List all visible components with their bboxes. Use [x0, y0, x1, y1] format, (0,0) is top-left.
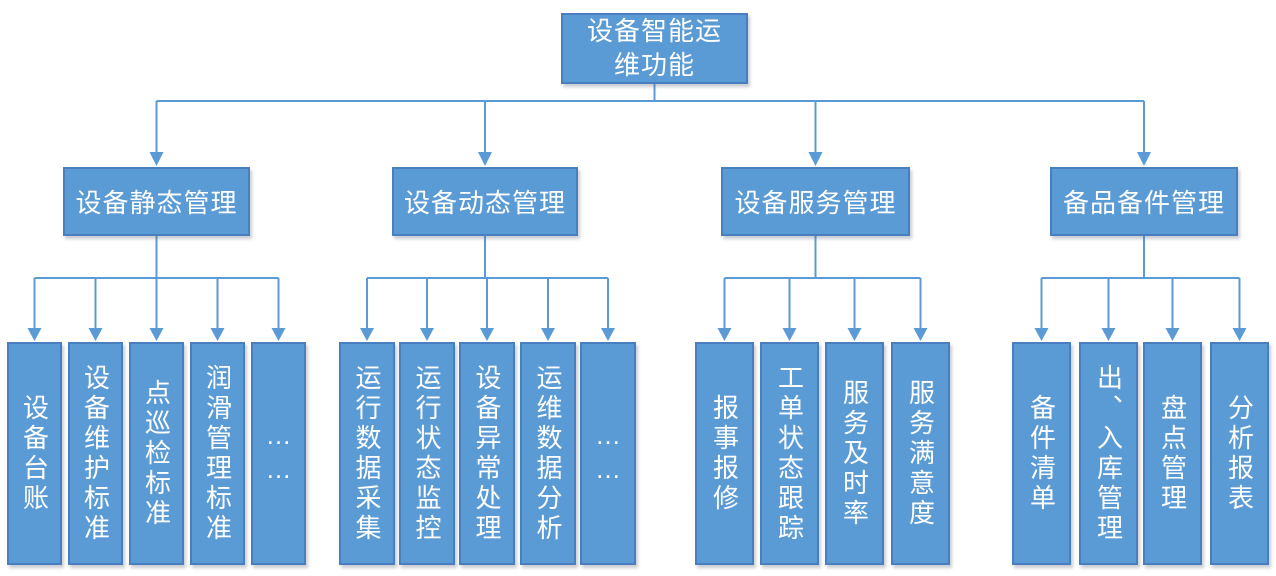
leaf-node-label: 分析报表	[1224, 393, 1255, 514]
arrowhead-down	[808, 152, 823, 166]
leaf-node-label: 运行数据采集	[352, 363, 382, 544]
leaf-node-label: 服务及时率	[839, 378, 870, 529]
leaf-node: 备件清单	[1012, 342, 1071, 565]
arrowhead-down	[847, 328, 862, 341]
leaf-node-label: 设备异常处理	[472, 363, 502, 544]
leaf-node: 运维数据分析	[520, 342, 576, 565]
arrowhead-down	[913, 328, 928, 341]
leaf-node-label: 运维数据分析	[533, 363, 563, 544]
leaf-node: 设备维护标准	[68, 342, 123, 565]
leaf-node-label: 盘点管理	[1157, 393, 1188, 514]
leaf-node-label: ……	[263, 419, 294, 488]
arrowhead-down	[360, 328, 374, 341]
arrowhead-down	[1101, 328, 1116, 341]
arrowhead-down	[782, 328, 797, 341]
leaf-node: 设备异常处理	[459, 342, 515, 565]
leaf-node-label: 工单状态跟踪	[774, 363, 805, 544]
leaf-node: 服务满意度	[891, 342, 950, 565]
root-node: 设备智能运 维功能	[561, 13, 748, 84]
leaf-node-label: ……	[593, 419, 623, 488]
group-static-management: 设备静态管理	[63, 167, 250, 236]
arrowhead-down	[717, 328, 732, 341]
leaf-node-label: 设备台账	[19, 393, 50, 514]
arrowhead-down	[480, 328, 494, 341]
connector-group-1	[27, 236, 286, 341]
arrowhead-down	[1034, 328, 1049, 341]
connector-top-tier	[149, 84, 1151, 166]
leaf-node: 点巡检标准	[129, 342, 184, 565]
arrowhead-down	[149, 328, 164, 341]
arrowhead-down	[420, 328, 434, 341]
group-dynamic-management: 设备动态管理	[392, 167, 578, 236]
leaf-node: 设备台账	[7, 342, 62, 565]
arrowhead-down	[1232, 328, 1247, 341]
arrowhead-down	[478, 152, 492, 166]
arrowhead-down	[541, 328, 555, 341]
arrowhead-down	[210, 328, 225, 341]
leaf-node-label: 设备维护标准	[80, 363, 111, 544]
connector-group-3	[717, 236, 928, 341]
leaf-node-label: 润滑管理标准	[202, 363, 233, 544]
group-label: 设备动态管理	[403, 188, 566, 218]
leaf-node-label: 点巡检标准	[141, 378, 172, 529]
leaf-node: 服务及时率	[825, 342, 884, 565]
leaf-node: 出、入库管理	[1079, 342, 1138, 565]
arrowhead-down	[601, 328, 615, 341]
arrowhead-down	[149, 152, 164, 166]
leaf-node: 运行状态监控	[399, 342, 455, 565]
leaf-node-label: 出、入库管理	[1093, 363, 1124, 544]
leaf-node: 分析报表	[1210, 342, 1269, 565]
leaf-node: ……	[580, 342, 636, 565]
group-label: 设备静态管理	[75, 188, 238, 218]
leaf-node-label: 运行状态监控	[412, 363, 442, 544]
arrowhead-down	[88, 328, 103, 341]
leaf-node: 盘点管理	[1143, 342, 1202, 565]
leaf-node-label: 报事报修	[709, 393, 740, 514]
arrowhead-down	[1165, 328, 1180, 341]
leaf-node-label: 备件清单	[1026, 393, 1057, 514]
group-spare-parts-management: 备品备件管理	[1050, 167, 1238, 236]
leaf-node: 运行数据采集	[339, 342, 395, 565]
group-label: 设备服务管理	[734, 188, 897, 218]
leaf-node: ……	[251, 342, 306, 565]
arrowhead-down	[271, 328, 286, 341]
root-node-label: 设备智能运 维功能	[586, 15, 722, 80]
arrowhead-down	[27, 328, 42, 341]
connector-group-4	[1034, 236, 1247, 341]
leaf-node: 报事报修	[695, 342, 754, 565]
group-label: 备品备件管理	[1062, 188, 1225, 218]
leaf-node: 工单状态跟踪	[760, 342, 819, 565]
arrowhead-down	[1137, 152, 1151, 166]
connector-group-2	[360, 236, 615, 341]
group-service-management: 设备服务管理	[721, 167, 910, 236]
leaf-node-label: 服务满意度	[905, 378, 936, 529]
leaf-node: 润滑管理标准	[190, 342, 245, 565]
